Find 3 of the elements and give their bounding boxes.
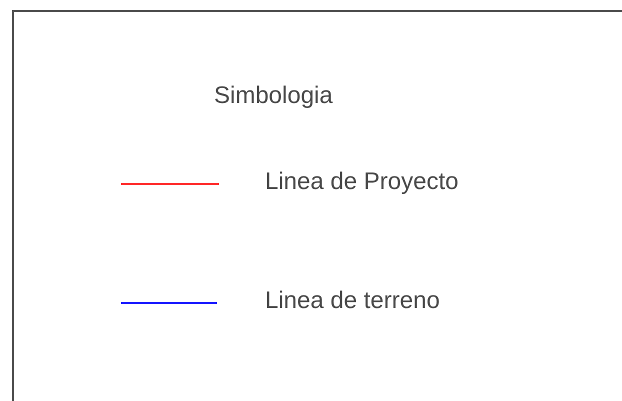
legend-label: Linea de Proyecto (265, 168, 458, 196)
legend-title: Simbologia (214, 82, 333, 110)
legend-label: Linea de terreno (265, 287, 440, 315)
